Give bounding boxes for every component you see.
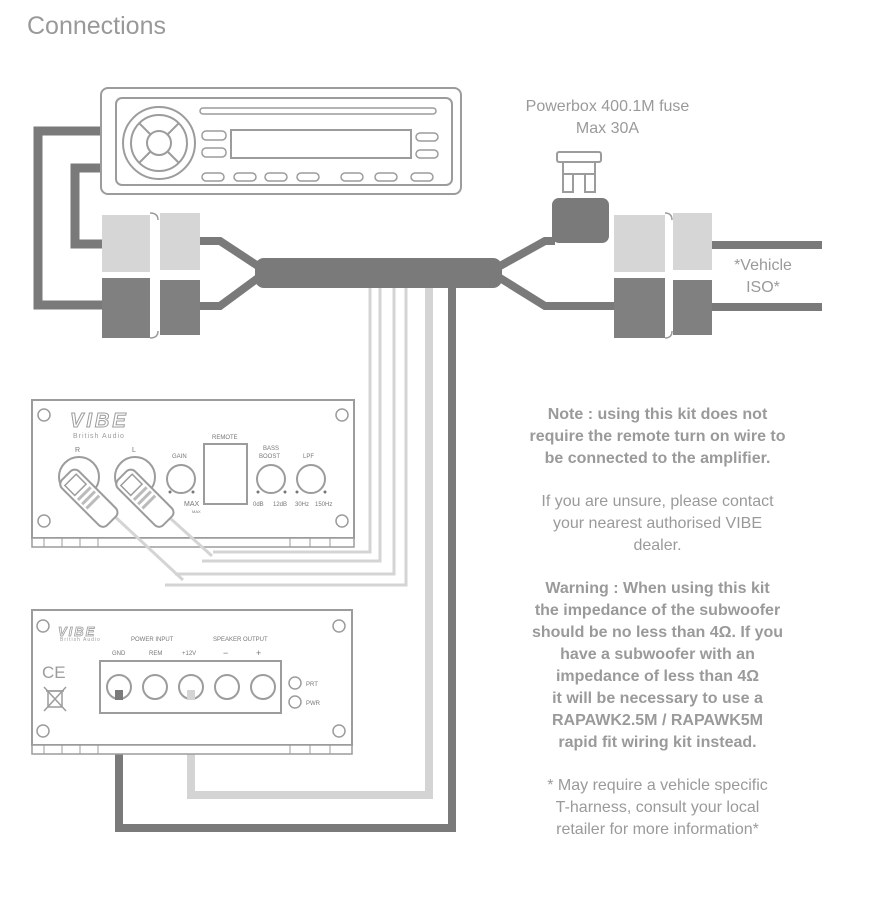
amp2-gnd: GND (112, 651, 126, 657)
fuse-holder (552, 151, 609, 243)
amp1-label-remote: REMOTE (212, 435, 238, 441)
amp1-label-l: L (132, 447, 136, 454)
ce-mark: CE (42, 663, 66, 682)
amp2-plus12: +12V (182, 651, 196, 657)
harness-tube (255, 258, 502, 288)
amp1-bass-0: 0dB (253, 502, 264, 508)
harness-fan-right (497, 237, 615, 310)
note-contact: If you are unsure, please contact your n… (541, 493, 774, 554)
amp1-label-gain: GAIN (172, 454, 187, 460)
amp1-label-lpf: LPF (303, 454, 314, 460)
amp2-power-input: POWER INPUT (131, 637, 174, 643)
terminal-rem (142, 674, 168, 700)
head-unit-wire-inner (70, 163, 103, 249)
weee-bin-icon (43, 686, 67, 712)
vehicle-iso-line1: *Vehicle (734, 257, 792, 274)
amp2-rem: REM (149, 651, 162, 657)
head-unit-wire-outer (33, 126, 103, 310)
notes-panel: Note : using this kit does not require t… (505, 404, 810, 862)
lpf-knob (296, 464, 326, 494)
gain-knob (166, 464, 196, 494)
amp2-prt: PRT (306, 682, 318, 688)
left-iso-connector (102, 212, 200, 339)
footnote-harness: * May require a vehicle specific T-harne… (547, 777, 768, 838)
rca-plugs (59, 468, 214, 582)
amp-signal-panel: VIBE British Audio R L GAIN MAX MAX REMO… (31, 399, 355, 548)
vehicle-iso-label: *Vehicle ISO* (718, 255, 808, 299)
amp1-label-bass-2: BOOST (259, 454, 280, 460)
remote-port (203, 443, 248, 505)
amp1-label-bass-1: BASS (263, 446, 279, 452)
amp1-lpf-30: 30Hz (295, 502, 309, 508)
note-remote: Note : using this kit does not require t… (529, 406, 786, 467)
amp1-bass-12: 12dB (273, 502, 287, 508)
amp2-speaker-output: SPEAKER OUTPUT (213, 637, 268, 643)
amp2-brand: VIBE (58, 624, 96, 639)
warning-impedance: Warning : When using this kit the impeda… (531, 580, 784, 751)
vehicle-iso-line2: ISO* (746, 279, 780, 296)
fuse-label-line2: Max 30A (575, 120, 640, 137)
fuse-label-line1: Powerbox 400.1M fuse (525, 98, 690, 115)
amp2-minus: − (223, 648, 228, 658)
harness-fan-left (200, 237, 261, 310)
amp1-label-max-small: MAX (192, 509, 201, 514)
fuse-label: Powerbox 400.1M fuse Max 30A (505, 96, 710, 140)
bass-boost-knob (256, 464, 286, 494)
amp2-pwr: PWR (306, 701, 321, 707)
amp1-brand: VIBE (70, 410, 129, 432)
right-iso-connector (614, 212, 712, 339)
prt-led (288, 676, 302, 690)
page-title: Connections (27, 12, 166, 40)
amp1-lpf-150: 150Hz (315, 502, 332, 508)
terminal-speaker-minus (214, 674, 240, 700)
amp1-label-max: MAX (184, 501, 200, 508)
amp-power-panel: VIBE British Audio POWER INPUT SPEAKER O… (31, 609, 353, 755)
terminal-speaker-plus (250, 674, 276, 700)
amp2-plus: + (256, 648, 261, 658)
amp2-subbrand: British Audio (60, 637, 101, 643)
pwr-led (288, 695, 302, 709)
amp1-subbrand: British Audio (73, 433, 125, 440)
amp1-label-r: R (75, 447, 80, 454)
head-unit (100, 87, 462, 195)
